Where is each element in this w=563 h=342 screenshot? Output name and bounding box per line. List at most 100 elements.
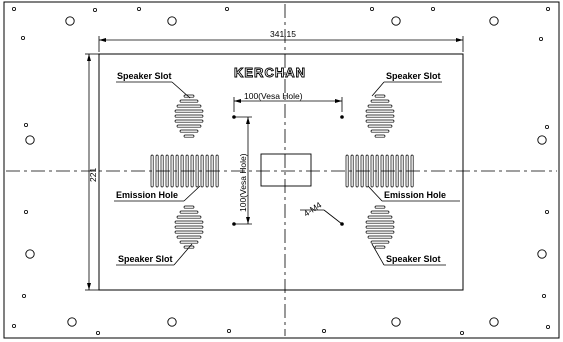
label-speaker-bottom-left: Speaker Slot (116, 243, 193, 266)
emission-left-text: Emission Hole (116, 190, 178, 200)
speaker-bottom-left-slot (174, 220, 204, 224)
speaker-bottom-right-slot (374, 245, 386, 249)
emission-right-bar (390, 154, 394, 188)
speaker-bottom-left-slot (179, 240, 199, 244)
mounting-hole-small (11, 323, 16, 328)
vesa-hole-top-left (232, 115, 236, 119)
vesa-vertical-label: 100(Vesa Hole) (238, 153, 248, 212)
mounting-hole-small (545, 125, 550, 130)
emission-right-bar (370, 154, 374, 188)
mounting-hole-large (65, 16, 75, 26)
emission-left-bar (190, 154, 194, 188)
speaker-bottom-right-slot (370, 210, 390, 214)
speaker-bottom-left-slot (176, 215, 202, 219)
emission-left-bar (180, 154, 184, 188)
speaker-bottom-left-slot (174, 225, 204, 229)
speaker-top-right-slot (370, 99, 390, 103)
mounting-hole-small (224, 7, 229, 12)
speaker-bottom-right-text: Speaker Slot (386, 254, 441, 264)
label-emission-left: Emission Hole (114, 185, 201, 202)
emission-right-bar (400, 154, 404, 188)
emission-left-bar (185, 154, 189, 188)
speaker-top-right-slot (365, 119, 395, 123)
label-speaker-bottom-right: Speaker Slot (371, 243, 446, 266)
mounting-hole-small (546, 7, 551, 12)
speaker-top-right-slot (374, 134, 386, 138)
emission-right-bar (360, 154, 364, 188)
speaker-top-left-slot (183, 134, 195, 138)
mounting-hole-large (537, 249, 547, 259)
mounting-hole-small (226, 328, 231, 333)
mounting-holes (11, 7, 551, 335)
vesa-hole-bottom-left (232, 222, 236, 226)
center-rectangle (260, 153, 312, 187)
speaker-bottom-left-slot (183, 205, 195, 209)
label-speaker-top-right: Speaker Slot (371, 71, 442, 97)
mounting-hole-small (23, 209, 28, 214)
emission-left-bar (165, 154, 169, 188)
mounting-hole-large (167, 16, 177, 26)
vesa-hole-top-right (340, 115, 344, 119)
mounting-hole-large (25, 249, 35, 259)
speaker-bottom-right-slot (365, 220, 395, 224)
speaker-top-right-slot (367, 124, 393, 128)
emission-left-bar (175, 154, 179, 188)
emission-left-bar (150, 154, 154, 188)
speaker-bottom-right-slot (370, 240, 390, 244)
speaker-bottom-right-slot (365, 225, 395, 229)
speaker-top-left-slot (176, 104, 202, 108)
mounting-hole-large (25, 135, 35, 145)
speaker-bottom-right-slot (367, 235, 393, 239)
mounting-hole-small (23, 123, 28, 128)
speaker-top-right-slot (370, 129, 390, 133)
speaker-top-left-text: Speaker Slot (117, 71, 172, 81)
emission-left-bar (160, 154, 164, 188)
vesa-horizontal-dimension: 100(Vesa Hole) (233, 91, 343, 112)
height-dimension: 221 (85, 53, 99, 291)
mounting-hole-small (11, 7, 16, 12)
mounting-hole-large (489, 317, 499, 327)
emission-left-bar (155, 154, 159, 188)
speaker-top-left-slot (176, 124, 202, 128)
emission-right-bar (350, 154, 354, 188)
emission-left-bar (195, 154, 199, 188)
mounting-hole-small (20, 36, 25, 41)
mounting-hole-small (93, 7, 98, 12)
speaker-bottom-right-slot (374, 205, 386, 209)
mounting-hole-small (539, 37, 544, 42)
speaker-top-left-slot (174, 109, 204, 113)
speaker-bottom-right-slot (365, 230, 395, 234)
height-dimension-label: 221 (88, 168, 98, 182)
inner-panel (98, 53, 464, 291)
speaker-top-right-slot (374, 94, 386, 98)
mounting-hole-large (391, 317, 401, 327)
emission-right-bar (355, 154, 359, 188)
emission-left-bar (200, 154, 204, 188)
speaker-top-left-slot (174, 119, 204, 123)
emission-right-bar (345, 154, 349, 188)
emission-right-bar (385, 154, 389, 188)
emission-right-bar (410, 154, 414, 188)
width-dimension-label: 341.15 (270, 29, 296, 39)
brand-logo: KERCHAN (234, 65, 306, 80)
speaker-bottom-left-slot (176, 235, 202, 239)
mounting-hole-small (546, 324, 551, 329)
emission-right-text: Emission Hole (384, 190, 446, 200)
mounting-hole-small (136, 7, 141, 12)
label-speaker-top-left: Speaker Slot (116, 71, 191, 99)
mounting-hole-small (96, 330, 101, 335)
speaker-top-left-slot (174, 114, 204, 118)
mounting-hole-small (545, 209, 550, 214)
emission-right-bar (405, 154, 409, 188)
emission-right-bar (380, 154, 384, 188)
speaker-top-right-slot (367, 104, 393, 108)
emission-right-bar (395, 154, 399, 188)
speaker-slots (174, 94, 395, 249)
speaker-top-right-text: Speaker Slot (386, 71, 441, 81)
emission-right-bar (365, 154, 369, 188)
mounting-hole-small (459, 330, 464, 335)
speaker-top-left-slot (179, 99, 199, 103)
screw-spec-label: 4-M4 (302, 200, 324, 219)
mounting-hole-large (537, 135, 547, 145)
